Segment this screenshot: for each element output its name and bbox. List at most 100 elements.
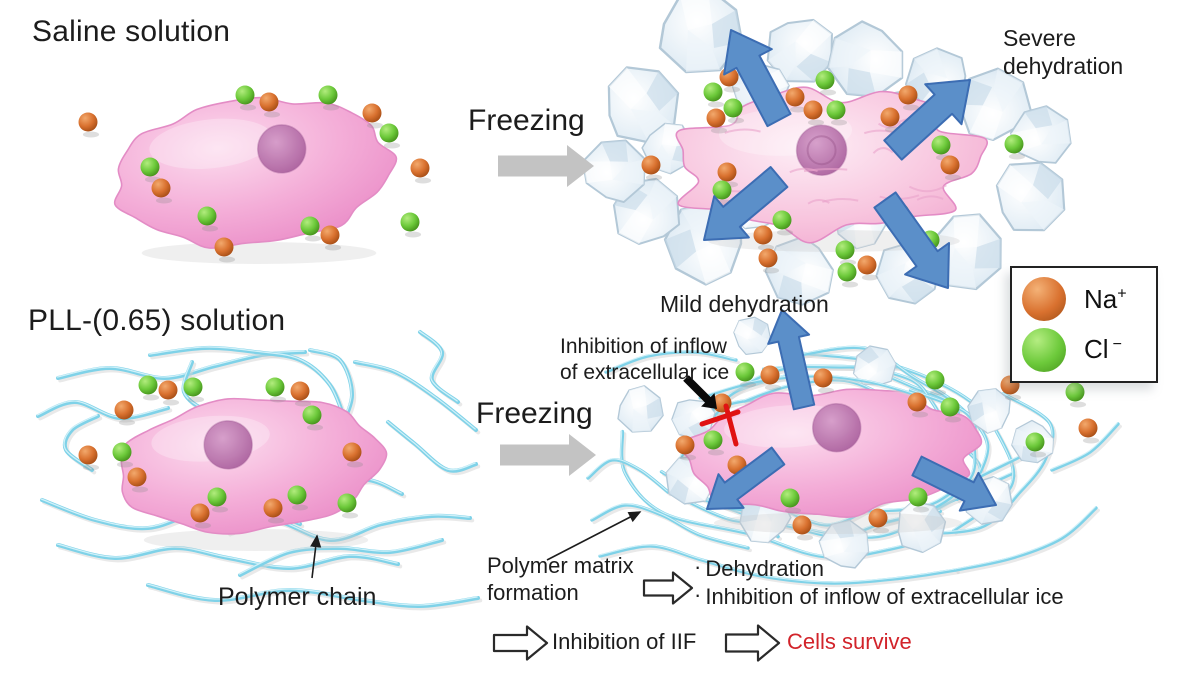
ion-shadow xyxy=(764,384,782,391)
ion-shadow xyxy=(187,396,205,403)
ion-shadow xyxy=(82,131,100,138)
cl-ion xyxy=(183,377,203,397)
cl-ion xyxy=(835,240,855,260)
ion-shadow xyxy=(929,389,947,396)
ion-shadow xyxy=(383,142,401,149)
cl-ion xyxy=(138,375,158,395)
na-ion xyxy=(290,381,310,401)
cl-ion xyxy=(703,82,723,102)
legend: Na+ Cl− xyxy=(1010,266,1158,383)
polymer-chain-highlight xyxy=(56,543,398,568)
polymer-chain-shadow xyxy=(600,546,960,588)
na-ion xyxy=(114,400,134,420)
ion-shadow xyxy=(679,454,697,461)
cl-ion xyxy=(112,442,132,462)
ion-shadow xyxy=(211,506,229,513)
na-ion xyxy=(907,392,927,412)
cell-nucleus xyxy=(811,402,862,453)
polymer-chain-shadow xyxy=(240,540,447,580)
polymer-chain-shadow xyxy=(606,352,740,377)
pll-panel-title: PLL-(0.65) solution xyxy=(28,304,286,337)
cl-ion xyxy=(837,262,857,282)
cl-ion xyxy=(1004,134,1024,154)
polymer-chain xyxy=(146,583,480,609)
polymer-chain-highlight xyxy=(386,420,476,471)
na-ion xyxy=(410,158,430,178)
cl-label: Cl− xyxy=(1084,334,1122,365)
ice-crystal-icon xyxy=(617,385,664,433)
ion-shadow xyxy=(346,461,364,468)
ion-shadow xyxy=(162,399,180,406)
cell-highlight xyxy=(149,118,273,170)
cl-ion xyxy=(703,430,723,450)
polymer-chain-pointer-arrow xyxy=(310,534,322,579)
na-ion xyxy=(940,155,960,175)
freezing-label-bottom: Freezing xyxy=(476,397,593,430)
na-ion xyxy=(675,435,695,455)
cell-wrinkle xyxy=(803,167,848,173)
cl-ion xyxy=(379,123,399,143)
ion-shadow xyxy=(819,89,837,96)
cl-ion xyxy=(300,216,320,236)
cell-wrinkle xyxy=(872,147,894,154)
cell-wrinkle xyxy=(916,195,944,201)
polymer-chain-highlight xyxy=(238,538,442,575)
ion-shadow xyxy=(366,122,384,129)
scene-pll xyxy=(36,330,483,611)
polymer-chain-highlight xyxy=(901,392,1053,534)
na-ion xyxy=(320,225,340,245)
cl-ion xyxy=(780,488,800,508)
na-ion xyxy=(813,368,833,388)
scene-frozen-pll xyxy=(586,308,1122,588)
na-ion xyxy=(151,178,171,198)
ion-shadow xyxy=(116,461,134,468)
ion-shadow xyxy=(263,111,281,118)
na-ion xyxy=(641,155,661,175)
cl-ion xyxy=(735,362,755,382)
polymer-chain xyxy=(604,350,738,374)
cells-survive-label: Cells survive xyxy=(787,629,912,654)
cell xyxy=(113,96,398,249)
polymer-chain xyxy=(386,420,478,473)
cell-nucleus xyxy=(795,124,848,176)
ion-shadow xyxy=(1004,394,1022,401)
matrix-effects-arrow xyxy=(642,571,694,605)
ion-shadow xyxy=(291,504,309,511)
polymer-chain-highlight xyxy=(1050,422,1118,470)
polymer-chain-highlight xyxy=(598,544,956,583)
polymer-matrix-pointer-arrow xyxy=(546,511,642,561)
polymer-chain-highlight xyxy=(418,330,458,402)
na-ion xyxy=(263,498,283,518)
ion-shadow xyxy=(902,104,920,111)
ion-shadow xyxy=(414,177,432,184)
ion-shadow xyxy=(762,267,780,274)
cl-ion xyxy=(712,180,732,200)
ice-crystal-icon xyxy=(978,144,1081,247)
polymer-chain-highlight xyxy=(353,360,476,430)
na-ion xyxy=(362,103,382,123)
dehydration-arrow xyxy=(873,191,950,289)
scene-frozen-saline xyxy=(578,0,1081,318)
na-ion xyxy=(214,237,234,257)
cell-nucleus xyxy=(256,124,307,174)
ion-shadow xyxy=(155,197,173,204)
cl-ion xyxy=(772,210,792,230)
cl-ion-icon xyxy=(1022,327,1066,372)
cl-symbol: Cl xyxy=(1084,334,1109,365)
effect-dehydration-text: Dehydration xyxy=(705,556,824,581)
legend-item-na: Na+ xyxy=(1022,277,1146,322)
cl-ion xyxy=(287,485,307,505)
na-ion xyxy=(717,162,737,182)
cl-ion xyxy=(815,70,835,90)
ion-shadow xyxy=(194,522,212,529)
cl-ion xyxy=(140,157,160,177)
cl-ion xyxy=(337,493,357,513)
polymer-chain xyxy=(238,538,444,577)
ion-shadow xyxy=(239,104,257,111)
ion-shadow xyxy=(707,449,725,456)
cl-ion xyxy=(723,98,743,118)
polymer-chain xyxy=(954,506,1098,572)
freezing-arrow-bottom xyxy=(500,434,596,476)
